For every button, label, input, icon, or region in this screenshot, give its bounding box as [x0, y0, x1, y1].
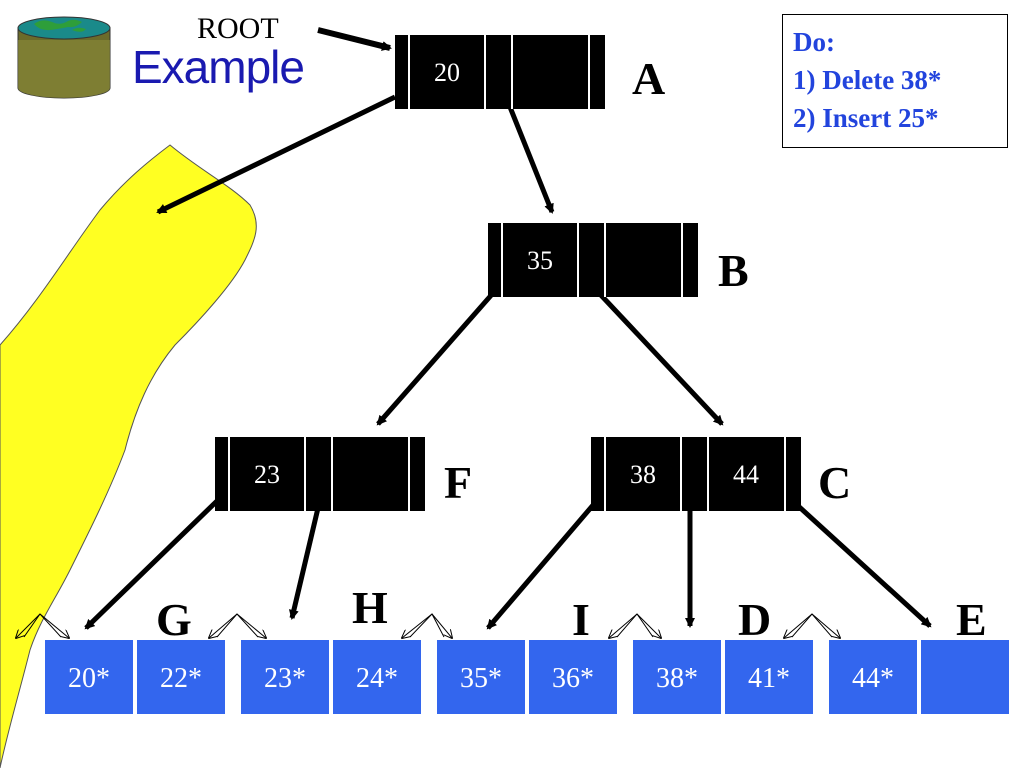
leaf-node-e: 44* [829, 640, 1009, 714]
root-pointer-arrow [317, 27, 392, 51]
node-label-c: C [818, 457, 852, 508]
todo-box: Do: 1) Delete 38* 2) Insert 25* [782, 14, 1008, 148]
sibling-link [616, 613, 654, 638]
internal-key: 44 [733, 460, 759, 489]
internal-node-f: 23 [215, 437, 425, 511]
leaf-label-e: E [956, 594, 987, 645]
node-label-b: B [718, 245, 749, 296]
internal-key: 35 [527, 246, 553, 275]
slide-title: Example [132, 41, 305, 93]
leaf-entry: 22* [160, 663, 202, 694]
tree-edge [84, 498, 220, 630]
leaf-sibling-links [16, 613, 840, 638]
leaf-entry: 24* [356, 663, 398, 694]
leaf-node-d: 38* 41* [633, 640, 813, 714]
tree-edge [486, 502, 596, 630]
tree-edge [794, 502, 932, 628]
leaf-entry: 38* [656, 663, 698, 694]
leaf-node-i: 35* 36* [437, 640, 617, 714]
leaf-entry: 44* [852, 663, 894, 694]
database-icon [17, 16, 111, 99]
leaf-label-d: D [738, 594, 772, 645]
leaf-node-h: 23* 24* [241, 640, 421, 714]
tree-edge [156, 94, 397, 215]
internal-key: 23 [254, 460, 280, 489]
node-label-a: A [632, 53, 666, 104]
leaf-entry: 35* [460, 663, 502, 694]
root-label: ROOT [197, 12, 279, 45]
leaf-label-h: H [352, 582, 388, 633]
leaf-label-i: I [572, 594, 590, 645]
internal-node-b: 35 [488, 223, 698, 297]
tree-edge [376, 290, 496, 426]
todo-step-2: 2) Insert 25* [793, 103, 939, 133]
yellow-highlight-shape [0, 144, 257, 768]
tree-edge [507, 106, 555, 214]
leaf-entry: 20* [68, 663, 110, 694]
todo-heading: Do: [793, 27, 835, 57]
tree-edges [84, 94, 932, 630]
internal-key: 20 [434, 58, 460, 87]
tree-edge [288, 507, 321, 620]
leaf-entry: 41* [748, 663, 790, 694]
leaf-entry: 23* [264, 663, 306, 694]
todo-step-1: 1) Delete 38* [793, 65, 942, 95]
internal-node-a: 20 [395, 35, 605, 109]
tree-edge [596, 290, 724, 426]
leaf-label-g: G [156, 594, 192, 645]
leaf-node-g: 20* 22* [45, 640, 225, 714]
node-label-f: F [444, 457, 473, 508]
tree-nodes: 20 35 23 38 44 20* 22* 23* 24* 35* 36* 38* 41* 44* [45, 35, 1009, 714]
internal-key: 38 [630, 460, 656, 489]
internal-node-c: 38 44 [591, 437, 801, 511]
leaf-entry: 36* [552, 663, 594, 694]
